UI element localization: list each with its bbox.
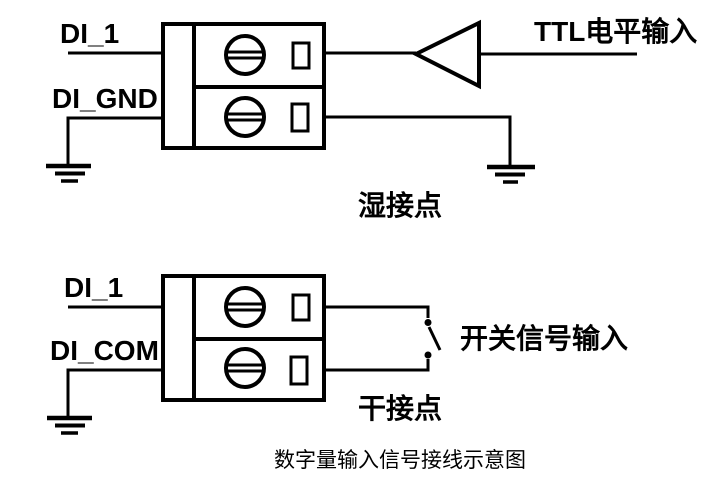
wire-di-gnd (66, 116, 163, 166)
wire-di-com (66, 368, 163, 418)
wire-to-ground-right (324, 115, 512, 167)
terminal-label-di1-bottom: DI_1 (64, 272, 123, 303)
switch-input-label: 开关信号输入 (460, 322, 628, 354)
ground-icon (47, 415, 92, 435)
wire-slot-icon (291, 41, 311, 70)
ground-icon (46, 163, 91, 183)
switch-icon (324, 305, 442, 372)
buffer-triangle-icon (411, 19, 481, 90)
terminal-label-di-gnd: DI_GND (52, 83, 158, 114)
screw-terminal-icon (224, 347, 266, 389)
terminal-block (161, 274, 326, 402)
dry-contact-circuit: DI_1 DI_COM (47, 272, 628, 435)
wet-contact-type-label: 湿接点 (358, 190, 442, 221)
screw-terminal-icon (224, 286, 266, 328)
wet-contact-circuit: DI_1 DI_GND (46, 15, 697, 221)
terminal-label-di1-top: DI_1 (60, 18, 119, 49)
terminal-label-di-com: DI_COM (50, 335, 159, 366)
terminal-block (161, 22, 326, 150)
figure-caption: 数字量输入信号接线示意图 (274, 448, 526, 472)
screw-terminal-icon (224, 96, 266, 138)
screw-terminal-icon (224, 34, 266, 76)
wire-slot-icon (290, 102, 310, 133)
wire-slot-icon (289, 355, 309, 386)
dry-contact-type-label: 干接点 (358, 393, 442, 424)
wire-slot-icon (291, 293, 311, 322)
ground-icon (487, 164, 535, 184)
ttl-input-label: TTL电平输入 (534, 15, 697, 47)
